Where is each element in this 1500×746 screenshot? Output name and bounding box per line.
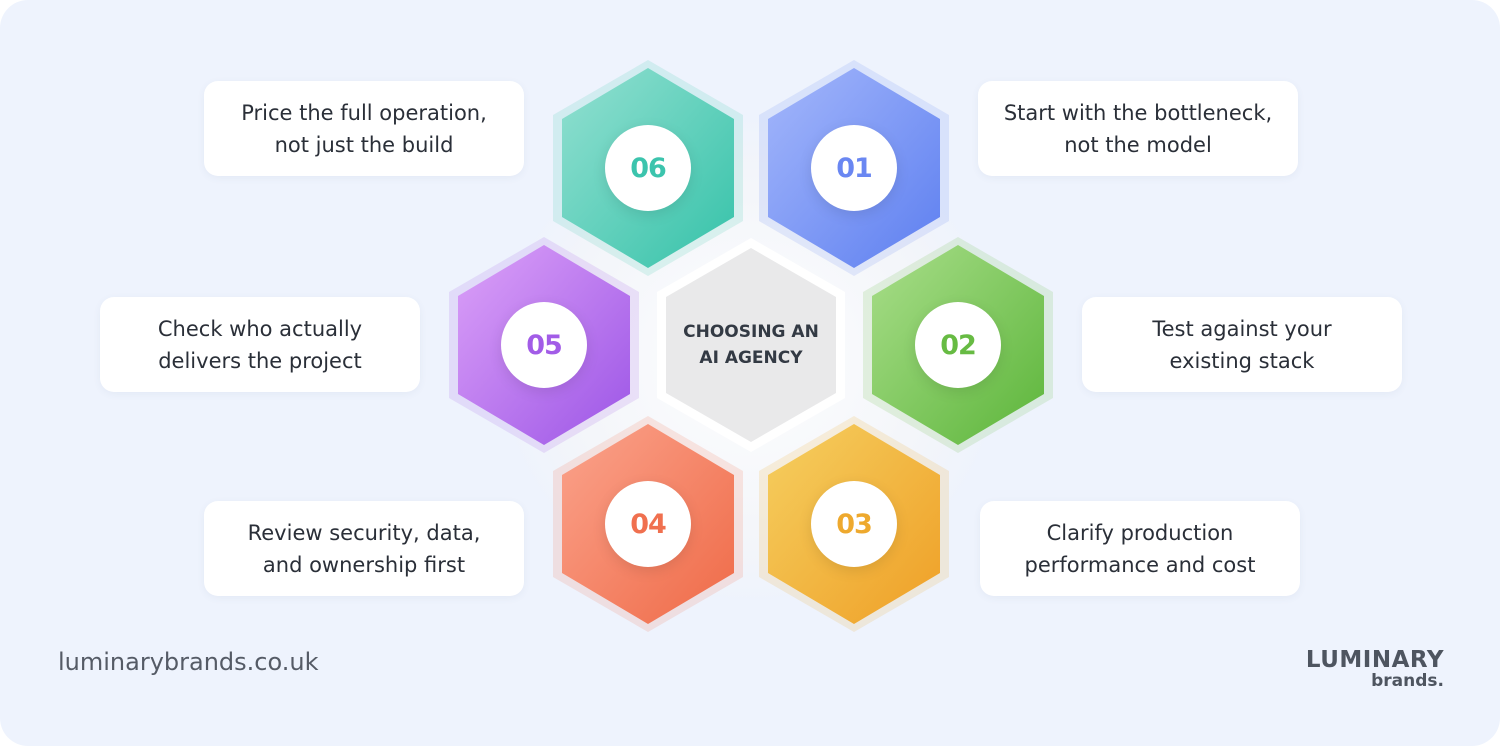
step-02-number: 02 xyxy=(915,302,1001,388)
step-01-card: Start with the bottleneck, not the model xyxy=(978,81,1298,176)
website-url: luminarybrands.co.uk xyxy=(58,648,319,676)
step-02-text-line2: existing stack xyxy=(1169,348,1315,373)
step-04-text-line1: Review security, data, xyxy=(247,520,481,545)
step-04-card: Review security, data, and ownership fir… xyxy=(204,501,524,596)
step-06-text-line2: not just the build xyxy=(274,132,454,157)
step-05-text-line2: delivers the project xyxy=(158,348,362,373)
center-title-line2: AI AGENCY xyxy=(699,348,803,368)
step-03-number: 03 xyxy=(811,481,897,567)
step-06-text-line1: Price the full operation, xyxy=(241,100,487,125)
center-title: CHOOSING AN AI AGENCY xyxy=(660,310,842,380)
step-01-number: 01 xyxy=(811,125,897,211)
brand-logo: LUMINARY brands. xyxy=(1280,648,1444,692)
center-hexagon xyxy=(666,248,836,442)
step-04-number: 04 xyxy=(605,481,691,567)
step-03-text-line1: Clarify production xyxy=(1046,520,1234,545)
step-06-number-text: 06 xyxy=(630,152,667,184)
step-02-text-line1: Test against your xyxy=(1152,316,1332,341)
step-05-number: 05 xyxy=(501,302,587,388)
center-title-line1: CHOOSING AN xyxy=(683,322,819,342)
step-05-card: Check who actually delivers the project xyxy=(100,297,420,392)
step-04-number-text: 04 xyxy=(630,508,667,540)
step-01-text-line1: Start with the bottleneck, xyxy=(1003,100,1273,125)
step-06-card: Price the full operation, not just the b… xyxy=(204,81,524,176)
step-03-number-text: 03 xyxy=(836,508,873,540)
step-03-card: Clarify production performance and cost xyxy=(980,501,1300,596)
step-06-number: 06 xyxy=(605,125,691,211)
step-01-text-line2: not the model xyxy=(1064,132,1212,157)
logo-wordmark: LUMINARY xyxy=(1305,647,1444,673)
step-04-text-line2: and ownership first xyxy=(262,552,466,577)
step-03-text-line2: performance and cost xyxy=(1024,552,1256,577)
step-02-number-text: 02 xyxy=(940,329,977,361)
logo-subtext: brands. xyxy=(1371,671,1444,691)
step-01-number-text: 01 xyxy=(836,152,873,184)
step-02-card: Test against your existing stack xyxy=(1082,297,1402,392)
step-05-text-line1: Check who actually xyxy=(157,316,363,341)
step-05-number-text: 05 xyxy=(526,329,563,361)
